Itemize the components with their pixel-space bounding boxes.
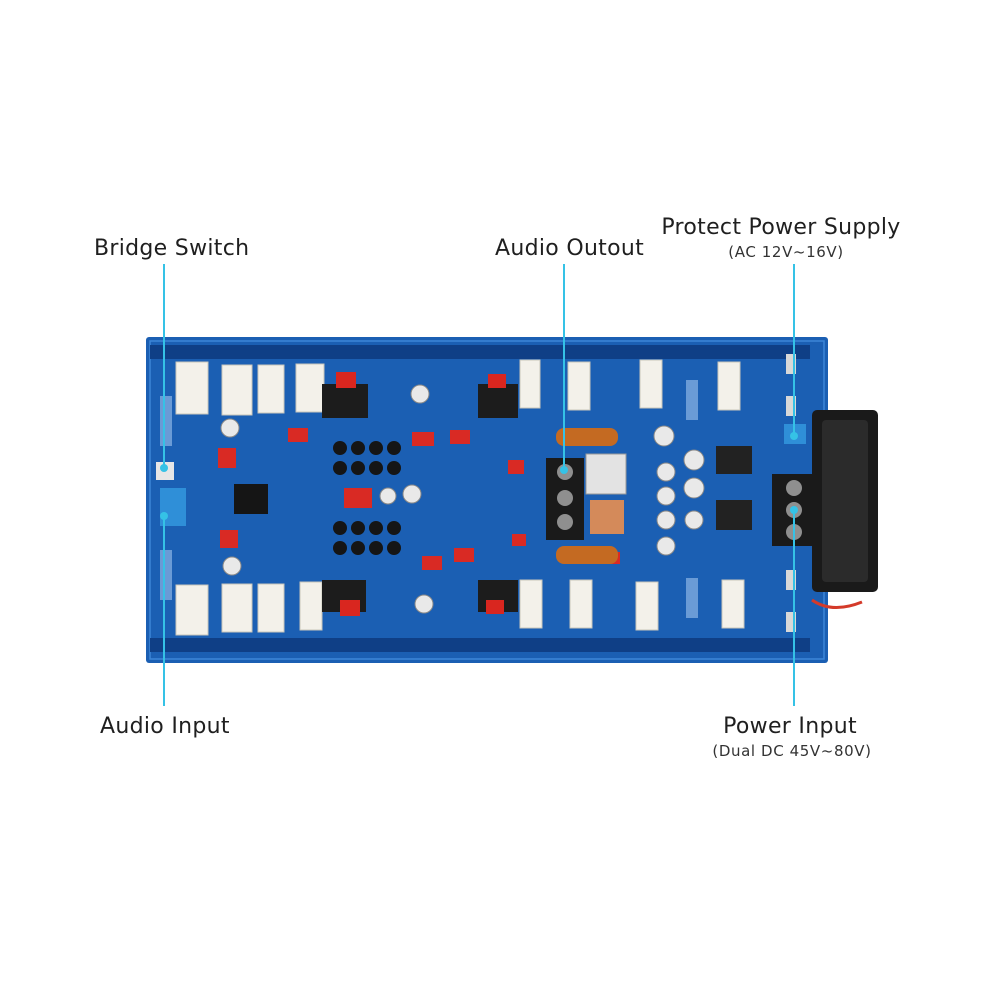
bridge-switch-dot (160, 464, 168, 472)
power-input-dot (790, 506, 798, 514)
audio-input-leader (163, 516, 165, 706)
audio-output-leader (563, 264, 565, 470)
protect-power-supply-spec: (AC 12V~16V) (728, 243, 844, 261)
power-input-label: Power Input (723, 714, 857, 739)
protect-power-supply-label: Protect Power Supply (661, 215, 901, 240)
power-input-leader (793, 510, 795, 706)
protect-power-supply-leader (793, 264, 795, 436)
protect-power-supply-dot (790, 432, 798, 440)
bridge-switch-leader (163, 264, 165, 468)
power-input-spec: (Dual DC 45V~80V) (712, 742, 872, 760)
audio-output-label: Audio Outout (495, 236, 645, 261)
audio-input-dot (160, 512, 168, 520)
audio-input-label: Audio Input (100, 714, 230, 739)
bridge-switch-label: Bridge Switch (94, 236, 250, 261)
audio-output-dot (560, 466, 568, 474)
